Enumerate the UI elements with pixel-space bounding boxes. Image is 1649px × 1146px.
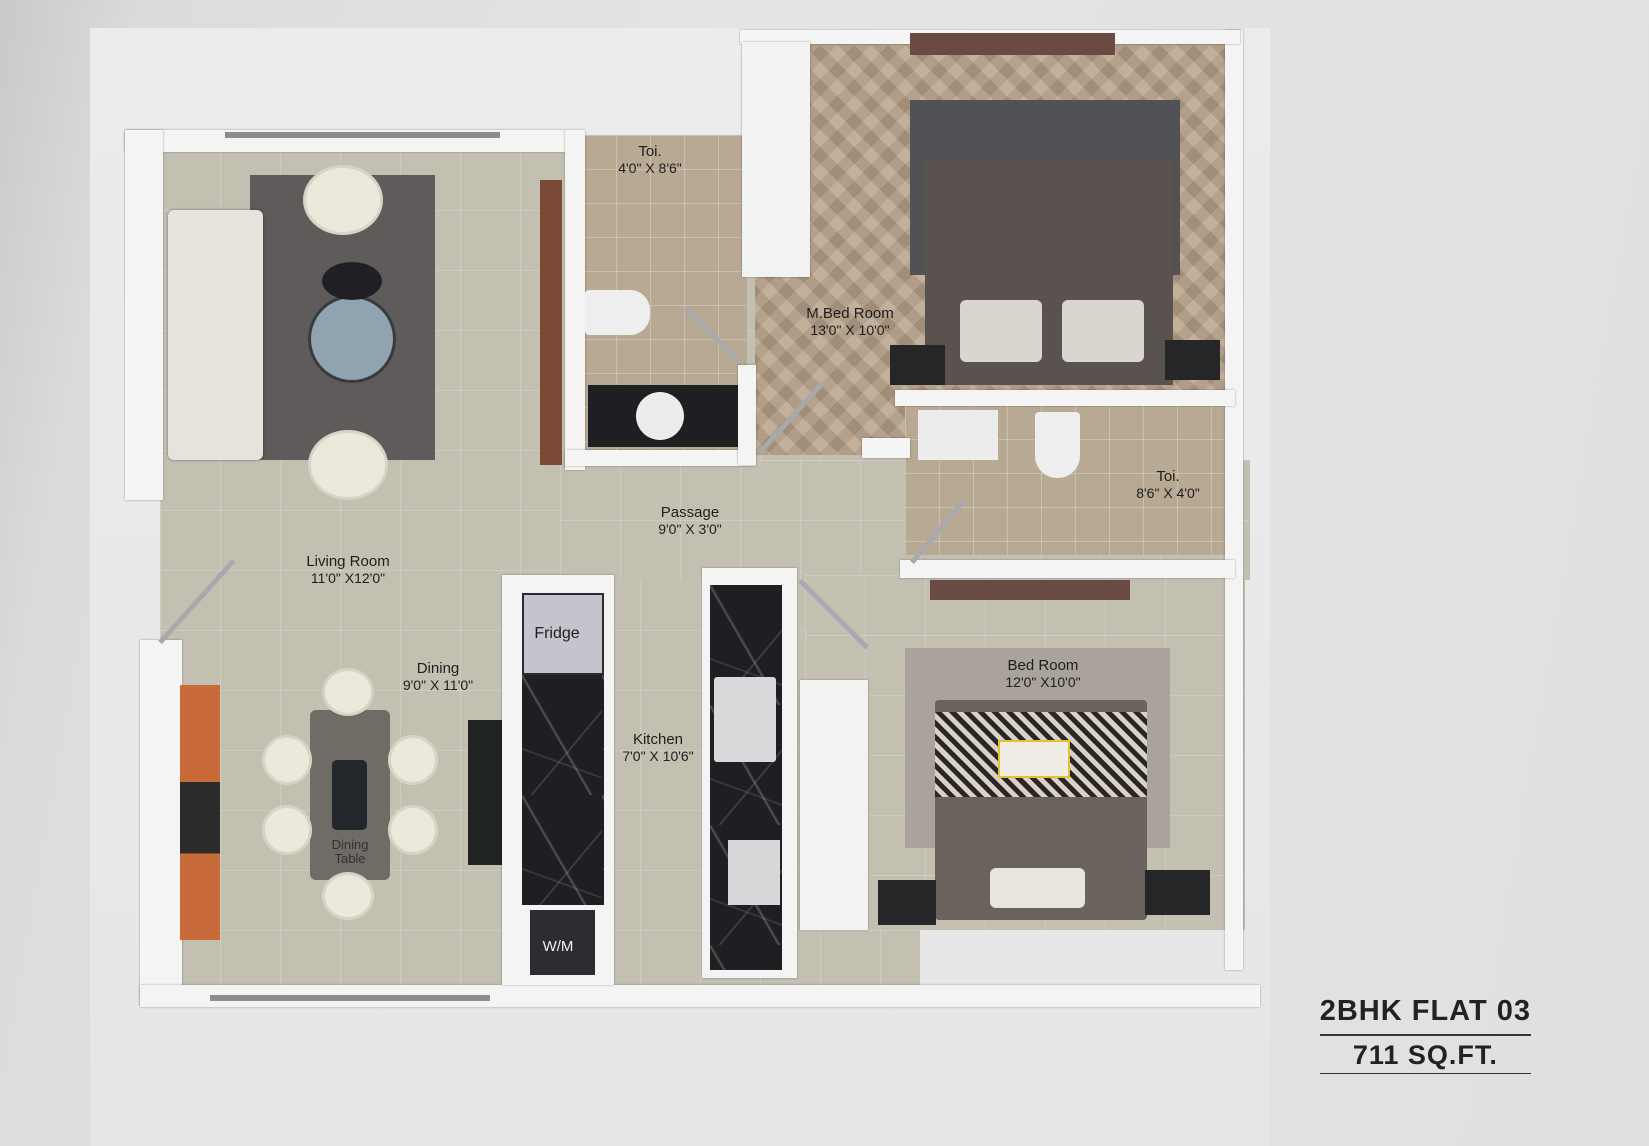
- pillow: [990, 868, 1085, 908]
- pillow: [960, 300, 1042, 362]
- plan-title: 2BHK FLAT 03: [1319, 995, 1531, 1027]
- room-label-living-room: Living Room 11'0" X12'0": [306, 553, 390, 586]
- fridge: [522, 593, 604, 675]
- fridge-label: Fridge: [534, 625, 580, 642]
- room-label-dining: Dining 9'0" X 11'0": [402, 660, 474, 693]
- wall-toilet-2-bottom: [900, 560, 1235, 578]
- nightstand: [1165, 340, 1220, 380]
- nightstand: [890, 345, 945, 385]
- sink: [728, 840, 780, 905]
- kitchen-counter-right: [710, 585, 782, 970]
- toilet-2-commode: [1035, 412, 1080, 478]
- armchair-bottom: [308, 430, 388, 500]
- sofa: [168, 210, 263, 460]
- dining-chair: [322, 668, 374, 716]
- dining-chair: [262, 735, 312, 785]
- bedroom-wardrobe: [800, 680, 868, 930]
- side-table: [322, 262, 382, 300]
- dining-chair: [262, 805, 312, 855]
- bed-tray: [998, 740, 1070, 778]
- wall-left-lower: [140, 640, 182, 1005]
- master-wardrobe: [742, 42, 810, 277]
- window-master-top: [910, 33, 1115, 55]
- room-label-bedroom: Bed Room 12'0" X10'0": [1005, 657, 1081, 690]
- nightstand: [1145, 870, 1210, 915]
- table-centerpiece: [332, 760, 367, 830]
- dining-chair: [388, 735, 438, 785]
- window-living-bottom: [210, 995, 490, 1001]
- wall-bottom: [140, 985, 1260, 1007]
- armchair-top: [303, 165, 383, 235]
- window-living-top: [225, 132, 500, 138]
- dining-table-label: Dining Table: [331, 837, 369, 866]
- room-label-kitchen: Kitchen 7'0" X 10'6": [622, 731, 694, 764]
- wall-toilet-2-top: [895, 390, 1235, 406]
- room-label-passage: Passage 9'0" X 3'0": [658, 504, 722, 537]
- plan-title-block: 2BHK FLAT 03 711 SQ.FT.: [1319, 995, 1531, 1078]
- wall-toilet-2-left: [862, 438, 910, 458]
- toilet-1-basin: [636, 392, 684, 440]
- wall-toilet-1-bottom: [565, 450, 755, 466]
- dining-chair: [388, 805, 438, 855]
- planter: [468, 720, 508, 865]
- window-bedroom-top: [930, 580, 1130, 600]
- coffee-table: [308, 295, 396, 383]
- wood-panel: [540, 180, 562, 465]
- wall-toilet-1-right: [738, 365, 756, 465]
- plan-area: 711 SQ.FT.: [1352, 1040, 1498, 1070]
- washing-machine-label: W/M: [542, 938, 574, 955]
- washing-machine: [530, 910, 595, 975]
- pillow: [1062, 300, 1144, 362]
- nightstand: [878, 880, 936, 925]
- toilet-2-basin: [918, 410, 998, 460]
- wall-cabinet: [180, 685, 220, 940]
- room-label-master-bedroom: M.Bed Room 13'0" X 10'0": [806, 305, 894, 338]
- room-label-toilet-2: Toi. 8'6" X 4'0": [1136, 468, 1200, 501]
- wall-toilet-1-left: [565, 130, 585, 470]
- title-divider: [1319, 1034, 1531, 1036]
- title-underline: [1319, 1073, 1531, 1074]
- wall-left: [125, 130, 163, 500]
- wall-right: [1225, 30, 1243, 970]
- kitchen-counter-left: [522, 675, 604, 905]
- dining-chair: [322, 872, 374, 920]
- toilet-1-commode: [585, 290, 650, 335]
- room-label-toilet-1: Toi. 4'0" X 8'6": [618, 143, 682, 176]
- cooktop: [714, 677, 776, 762]
